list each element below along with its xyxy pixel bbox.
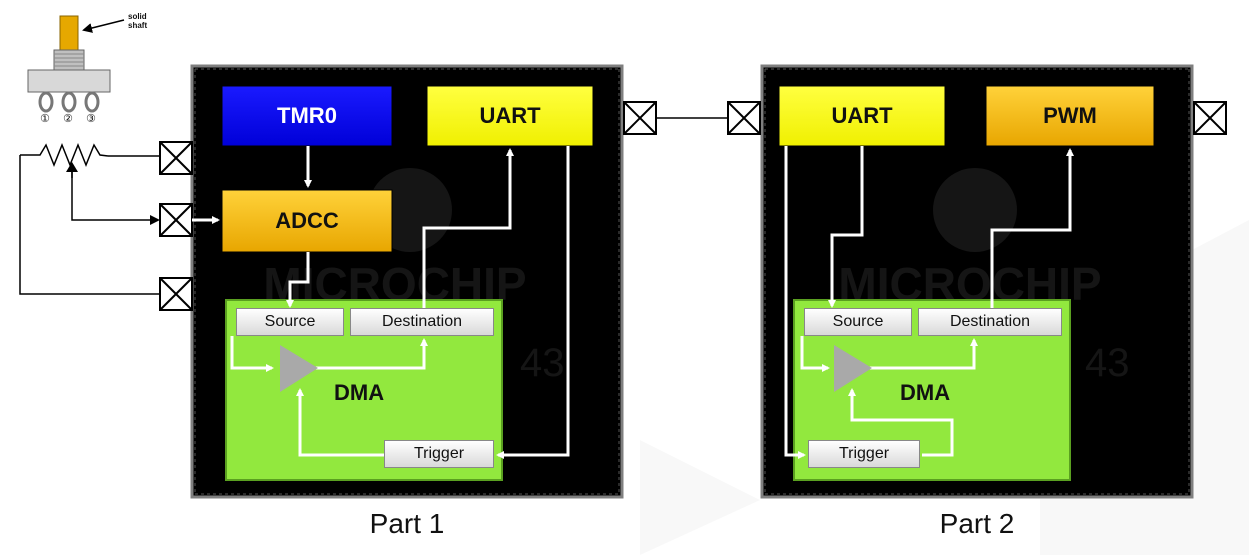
pot-terminals — [38, 91, 100, 113]
pwm-label: PWM — [1043, 103, 1097, 128]
io-pads — [159, 101, 1227, 311]
dma1-title: DMA — [334, 380, 385, 405]
uart2-label: UART — [831, 103, 893, 128]
dma2-amplifier — [834, 345, 872, 392]
dma1-amplifier — [280, 345, 318, 392]
tmr0-label: TMR0 — [277, 103, 337, 128]
part1-wires — [230, 146, 570, 459]
pot-thread — [54, 53, 84, 67]
pad-p1-mid — [159, 203, 193, 237]
dma1-source: Source — [236, 308, 344, 336]
resistor-symbol — [20, 142, 109, 168]
wiper-arrowhead — [66, 162, 78, 172]
dma2-destination: Destination — [918, 308, 1062, 336]
adcc-label: ADCC — [275, 208, 339, 233]
part1-caption: Part 1 — [369, 508, 445, 539]
dma1-trigger: Trigger — [384, 440, 494, 468]
chip2-pin-edge — [764, 68, 1190, 495]
uart2-block — [778, 85, 946, 147]
uart1-block — [426, 85, 594, 147]
pot-bushing — [53, 49, 85, 71]
shaft-pointer — [82, 19, 125, 33]
shaft-label-line1: solid — [128, 12, 147, 21]
pot-housing — [27, 69, 111, 93]
external-wires — [19, 117, 728, 295]
part2-wires — [784, 146, 1074, 459]
dma2-trigger: Trigger — [808, 440, 920, 468]
potentiometer — [20, 15, 125, 178]
pin-1-label: ① — [40, 112, 50, 125]
pin-2-label: ② — [63, 112, 73, 125]
shaft-label-line2: shaft — [128, 21, 148, 30]
pin-3-label: ③ — [86, 112, 96, 125]
pad-p2-pwm-out — [1193, 101, 1227, 135]
svg-text:43: 43 — [1085, 341, 1130, 385]
dma2-title: DMA — [900, 380, 951, 405]
pad-p1-bottom — [159, 277, 193, 311]
pot-shaft — [59, 15, 79, 55]
pad-p1-top — [159, 141, 193, 175]
chip1-pin-edge — [194, 68, 620, 495]
pot-body — [27, 15, 111, 113]
pwm-block — [985, 85, 1155, 147]
pad-p1-uart-out — [623, 101, 657, 135]
dma1-destination: Destination — [350, 308, 494, 336]
adcc-block — [221, 189, 393, 253]
part2-caption: Part 2 — [939, 508, 1015, 539]
tmr0-block — [221, 85, 393, 147]
pad-p2-uart-in — [727, 101, 761, 135]
dma2-source: Source — [804, 308, 912, 336]
svg-text:43: 43 — [520, 341, 565, 385]
uart1-label: UART — [479, 103, 541, 128]
